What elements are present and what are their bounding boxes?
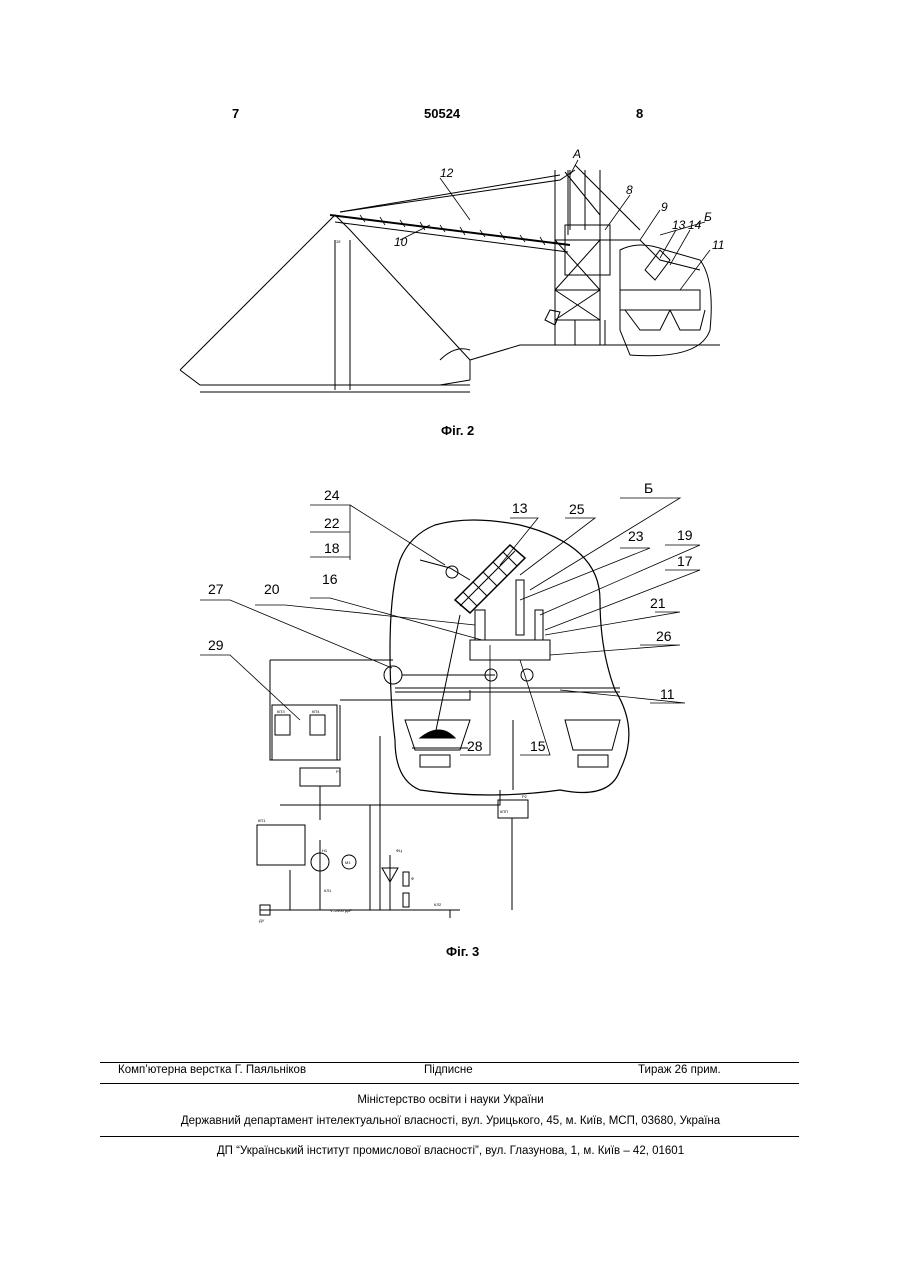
fig3-label-16: 16: [322, 571, 338, 587]
fig3-small-kl1: КЛ1: [324, 888, 332, 893]
fig3-small-du: ДУ: [259, 918, 265, 923]
fig3-small-p1: Р1: [336, 769, 342, 774]
fig3-label-27: 27: [208, 581, 224, 597]
footer-rule-bottom: [100, 1136, 799, 1137]
footer-signed: Підписне: [424, 1064, 473, 1076]
fig3-label-19: 19: [677, 527, 693, 543]
figure-3-caption: Фіг. 3: [446, 944, 479, 959]
fig3-small-h1: Н1: [322, 848, 328, 853]
fig3-small-kp1: КП1: [258, 818, 266, 823]
footer-department: Державний департамент інтелектуальної вл…: [0, 1115, 901, 1127]
footer-circulation: Тираж 26 прим.: [638, 1064, 721, 1076]
fig3-small-kp4: КП4: [312, 709, 320, 714]
fig3-small-p2: Р2: [522, 794, 528, 799]
footer-ministry: Міністерство освіти і науки України: [0, 1094, 901, 1106]
fig3-small-f: Ф: [411, 876, 414, 881]
fig3-small-kpz: КПЗ: [277, 709, 285, 714]
footer-rule-middle: [100, 1083, 799, 1084]
footer-rule-top: [100, 1062, 799, 1063]
fig3-label-20: 20: [264, 581, 280, 597]
fig3-label-21: 21: [650, 595, 666, 611]
fig3-small-volume: V=2400 дм³: [330, 908, 352, 913]
fig3-label-b: Б: [644, 480, 653, 496]
fig3-label-29: 29: [208, 637, 224, 653]
fig3-small-kpp: КПП: [500, 809, 508, 814]
footer-institute: ДП “Український інститут промислової вла…: [0, 1145, 901, 1157]
fig3-label-17: 17: [677, 553, 693, 569]
fig3-small-fc: ФЦ: [396, 848, 402, 853]
fig3-small-kl2: КЛ2: [434, 902, 442, 907]
fig3-label-23: 23: [628, 528, 644, 544]
footer-layout-credit: Комп’ютерна верстка Г. Паяльніков: [118, 1064, 306, 1076]
fig3-label-24: 24: [324, 487, 340, 503]
fig3-label-18: 18: [324, 540, 340, 556]
fig3-label-11: 11: [660, 686, 675, 702]
fig3-label-22: 22: [324, 515, 340, 531]
fig3-label-15: 15: [530, 738, 546, 754]
fig3-label-13: 13: [512, 500, 528, 516]
fig3-small-m1: М1: [345, 860, 351, 865]
fig3-label-28: 28: [467, 738, 483, 754]
fig3-label-25: 25: [569, 501, 585, 517]
fig3-label-26: 26: [656, 628, 672, 644]
